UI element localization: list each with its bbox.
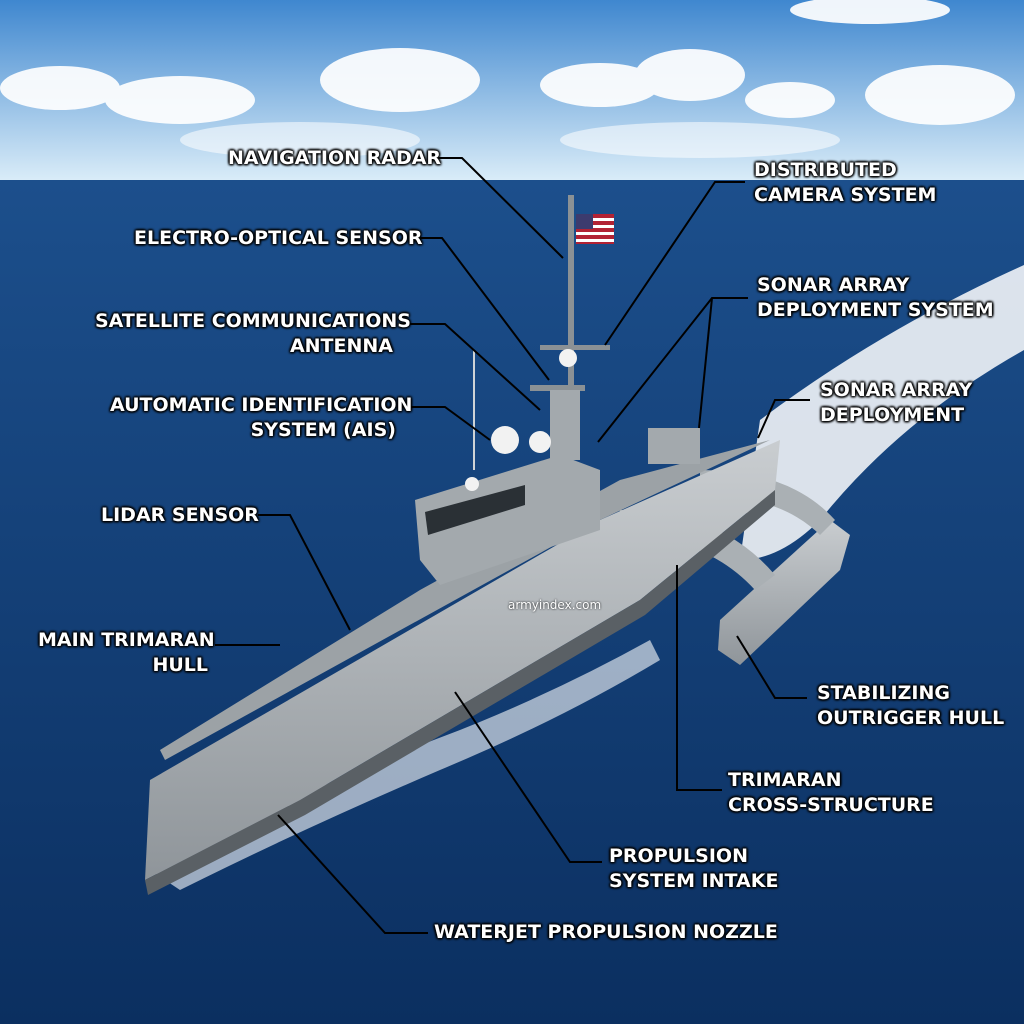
flag-icon [576,214,614,244]
bridge-windows [425,485,525,535]
radome-2 [529,431,551,453]
label-distributed-camera-system: DISTRIBUTED CAMERA SYSTEM [754,159,937,206]
label-main-trimaran-hull: MAIN TRIMARAN HULL [38,629,215,676]
label-navigation-radar: NAVIGATION RADAR [228,147,442,169]
leader-outrigger [736,635,807,699]
label-lidar-sensor: LIDAR SENSOR [101,504,259,526]
mast [568,195,574,425]
watermark: armyindex.com [508,598,602,612]
label-sonar-array-deployment-system: SONAR ARRAY DEPLOYMENT SYSTEM [757,274,994,321]
sensor-tower [550,390,580,460]
radome-4 [465,477,479,491]
label-sonar-array-deployment: SONAR ARRAY DEPLOYMENT [820,379,973,426]
rear-structure [648,428,700,464]
radome-1 [491,426,519,454]
outrigger-hull [718,520,850,665]
main-hull [145,440,780,880]
leader-sonar-system-2 [698,297,713,429]
leader-sonar-deploy [757,399,810,439]
leader-lidar [258,514,351,631]
label-ais: AUTOMATIC IDENTIFICATION SYSTEM (AIS) [110,394,413,441]
mast-platform [530,385,585,391]
leader-distributed-camera [604,181,745,346]
leader-lines [215,157,810,934]
label-electro-optical-sensor: ELECTRO-OPTICAL SENSOR [134,227,423,249]
deck [160,440,770,760]
mast-yard [540,345,610,350]
leader-navigation-radar [432,157,564,259]
label-waterjet-propulsion-nozzle: WATERJET PROPULSION NOZZLE [434,921,778,943]
label-trimaran-cross-structure: TRIMARAN CROSS-STRUCTURE [728,769,934,816]
leader-waterjet [277,814,428,934]
leader-satcom [398,323,541,411]
superstructure [415,455,600,585]
label-satellite-communications-antenna: SATELLITE COMMUNICATIONS ANTENNA [95,310,411,357]
leader-cross-structure [676,565,722,791]
label-propulsion-system-intake: PROPULSION SYSTEM INTAKE [609,845,779,892]
clouds [0,0,1015,158]
leader-propulsion-intake [454,691,602,863]
hull-waterline [145,490,775,895]
label-stabilizing-outrigger-hull: STABILIZING OUTRIGGER HULL [817,682,1005,729]
leader-electro-optical [412,237,550,381]
leader-ais [402,406,491,441]
radome-3 [559,349,577,367]
